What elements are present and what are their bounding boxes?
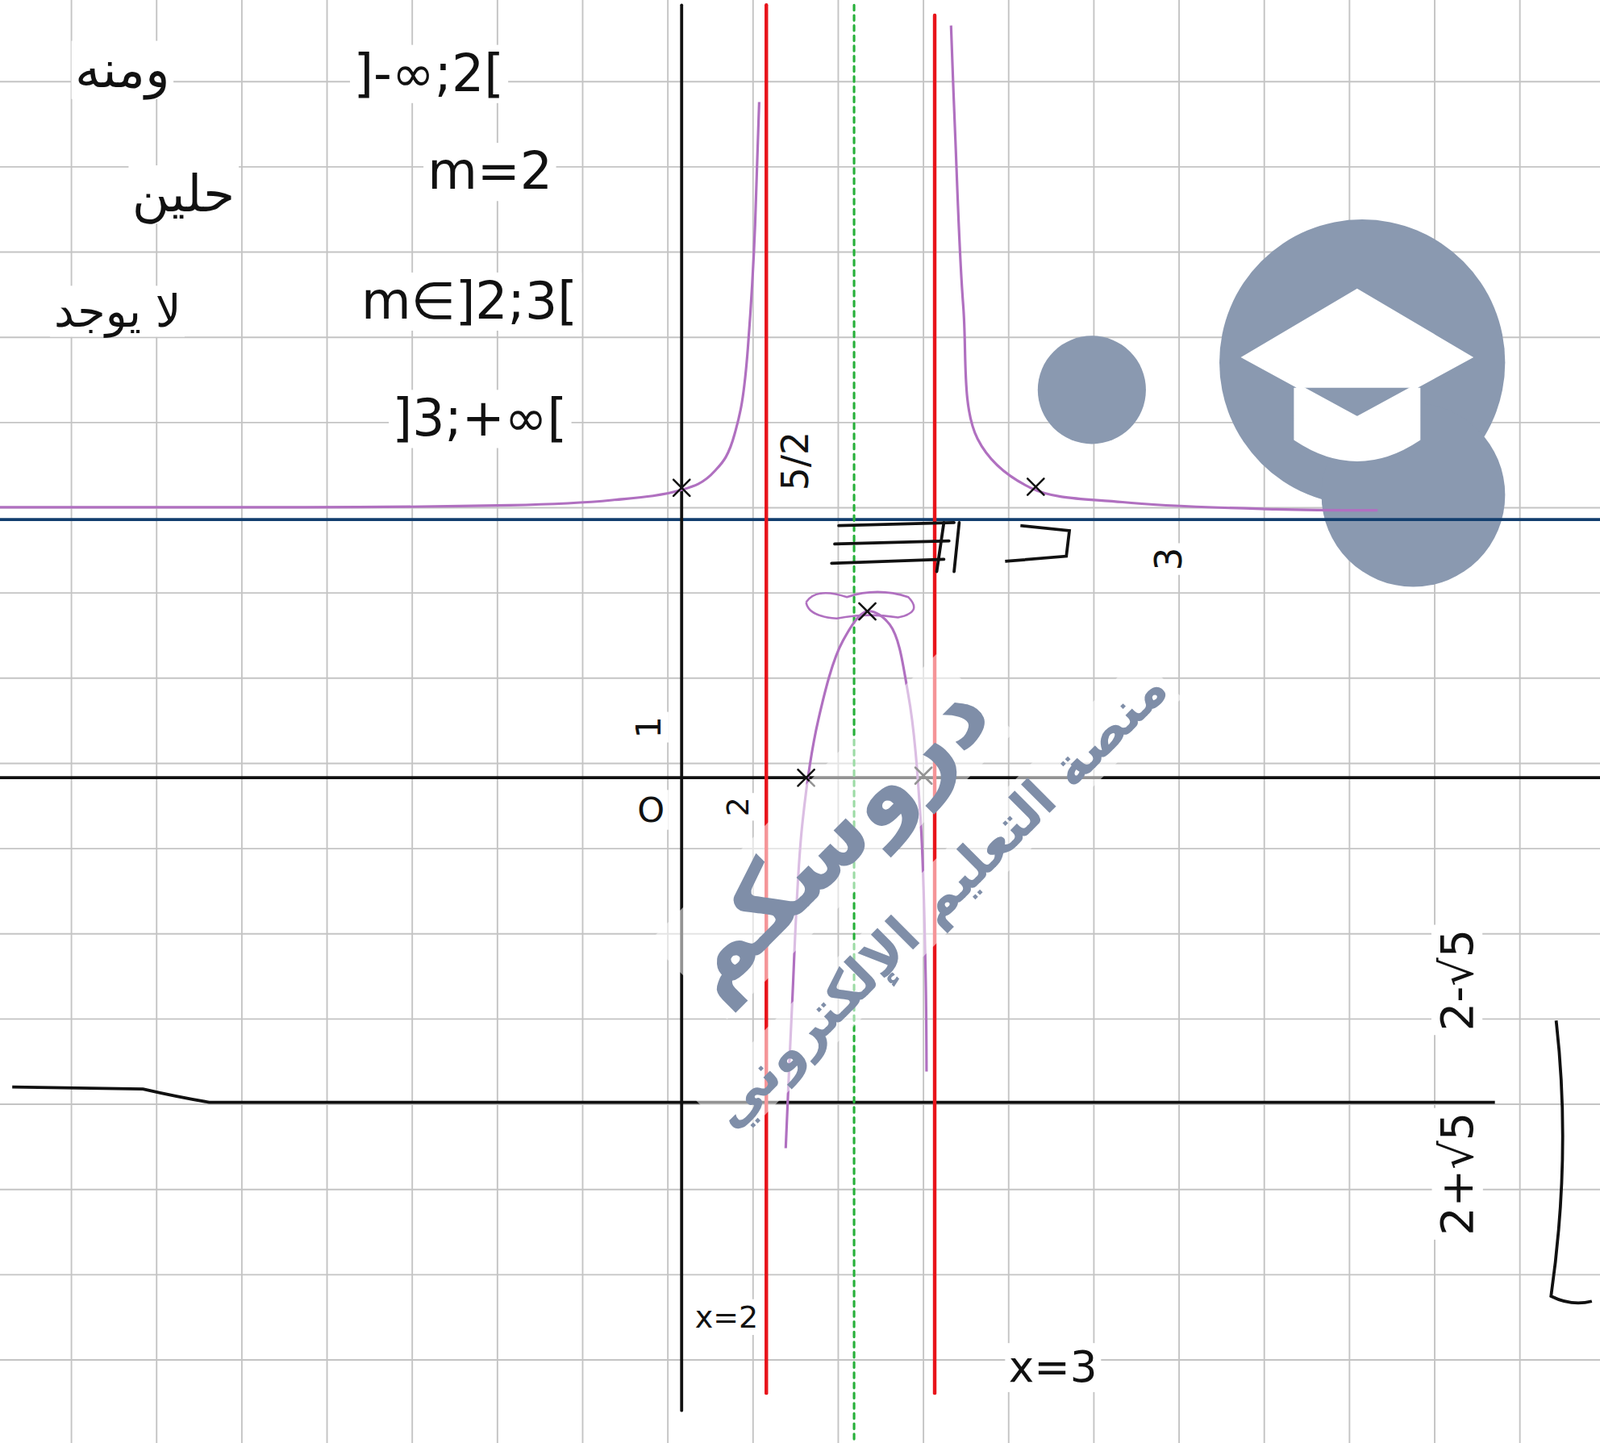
point-mark <box>673 479 690 496</box>
hand-label: ومنه <box>70 40 175 99</box>
grid-line <box>1519 0 1521 1443</box>
hand-label: 3 <box>1146 543 1190 575</box>
grid-line <box>0 1188 1600 1191</box>
hand-label: x=2 <box>691 1298 763 1334</box>
grid-line <box>0 1358 1600 1361</box>
symmetry-axis <box>852 4 855 1443</box>
hand-label: m∈]2;3[ <box>357 271 582 330</box>
hand-label: 2+√5 <box>1431 1108 1484 1240</box>
function-curve <box>0 102 759 508</box>
grid-line <box>582 0 584 1443</box>
watermark-cap <box>1245 291 1470 460</box>
grid-line <box>1178 0 1180 1443</box>
hand-label: 1 <box>629 711 670 742</box>
hand-label: 2 <box>718 791 755 820</box>
hand-label: حلين <box>128 164 239 223</box>
watermark-logo <box>1037 335 1146 444</box>
point-mark <box>858 603 875 620</box>
hand-stroke <box>834 541 950 545</box>
hand-stroke <box>954 522 959 572</box>
axis-line <box>679 4 684 1410</box>
grid-line <box>0 677 1600 680</box>
hand-label: O <box>633 789 669 830</box>
grid-line <box>1348 0 1350 1443</box>
grid-line <box>0 80 1600 83</box>
grid-line <box>411 0 413 1443</box>
hand-label: ]-∞;2[ <box>349 44 509 103</box>
hand-label: 5/2 <box>775 427 818 495</box>
axis-line <box>0 775 1600 780</box>
grid-line <box>1263 0 1266 1443</box>
grid-line <box>0 762 1600 765</box>
point-mark <box>1027 478 1044 495</box>
grid-line <box>1008 0 1010 1443</box>
grid-line <box>752 0 755 1443</box>
hand-bracket <box>1004 525 1070 562</box>
grid-line <box>326 0 329 1443</box>
grid-line <box>496 0 499 1443</box>
hand-label: m=2 <box>423 142 557 201</box>
grid-line <box>837 0 840 1443</box>
point-mark <box>1027 478 1044 495</box>
hand-label: 2-√5 <box>1431 925 1484 1036</box>
function-curve <box>950 25 1378 511</box>
grid-line <box>241 0 243 1443</box>
point-mark <box>858 603 875 620</box>
hand-bracket <box>1550 1020 1592 1303</box>
asymptote-line <box>764 4 768 1393</box>
grid-line <box>0 166 1600 168</box>
hand-stroke <box>937 522 945 572</box>
hand-label: ]3;+∞[ <box>387 389 571 448</box>
hand-stroke <box>831 558 944 563</box>
grid-line <box>0 591 1600 594</box>
hand-label: x=3 <box>1004 1342 1102 1392</box>
hand-stroke <box>838 522 955 526</box>
axis-line <box>0 517 1600 521</box>
grid-line <box>70 0 73 1443</box>
point-mark <box>673 479 690 496</box>
grid-line <box>0 1273 1600 1275</box>
hand-label: لا يوجد <box>50 285 185 338</box>
